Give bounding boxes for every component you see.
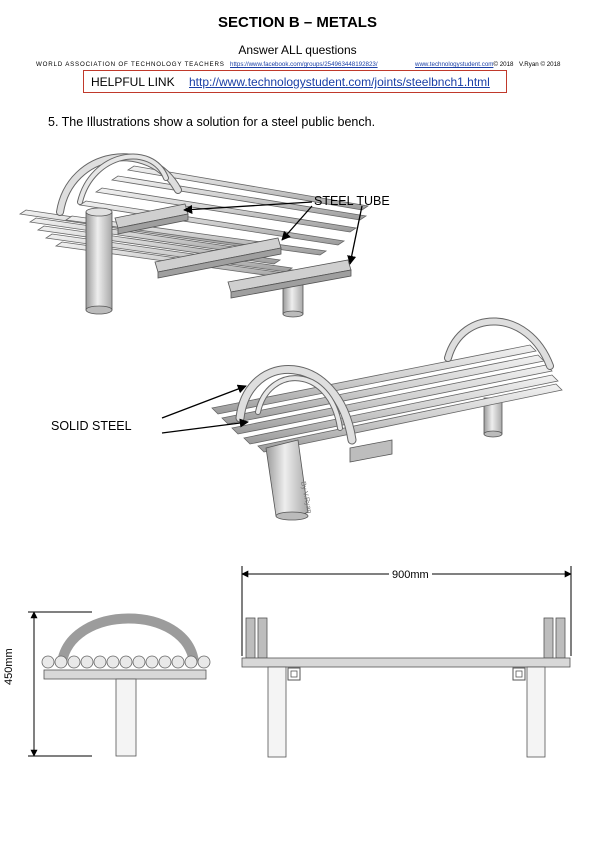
helpful-link-label: HELPFUL LINK: [91, 75, 175, 89]
helpful-link-url[interactable]: http://www.technologystudent.com/joints/…: [189, 75, 490, 89]
solid-steel-arrows: [161, 384, 249, 434]
bench-top-arch: [56, 153, 182, 216]
bench-second-arch-back: [444, 317, 554, 370]
facebook-link[interactable]: https://www.facebook.com/groups/25496344…: [230, 61, 378, 68]
site-year: © 2018: [493, 61, 514, 68]
bench-second-leg-front: [265, 439, 309, 521]
steel-tube-arrows: [183, 201, 363, 265]
height-dimension: [28, 611, 92, 757]
front-elevation-arches: [245, 617, 566, 659]
association-name: WORLD ASSOCIATION OF TECHNOLOGY TEACHERS: [36, 61, 225, 68]
bench-perspective-view: By V.Ryan: [161, 317, 563, 521]
site-link[interactable]: www.technologystudent.com: [415, 61, 494, 68]
page-title: SECTION B – METALS: [218, 14, 377, 31]
front-elevation-drawing: [241, 617, 571, 758]
bench-second-bars: [211, 344, 563, 453]
end-elevation-tubes: [41, 655, 211, 669]
bench-second-crossbar: [349, 439, 393, 463]
page-subtitle: Answer ALL questions: [238, 43, 357, 57]
bench-second-leg-back: [483, 397, 503, 438]
author-copyright: V.Ryan © 2018: [519, 61, 561, 68]
bench-top-crossbars: [114, 203, 352, 299]
site-credit: www.technologystudent.com© 2018: [415, 61, 513, 68]
width-dimension-label: 900mm: [389, 569, 432, 581]
steel-tube-label: STEEL TUBE: [314, 194, 390, 208]
helpful-link-box: [83, 70, 507, 93]
question-text: 5. The Illustrations show a solution for…: [48, 115, 376, 129]
height-dimension-label: 450mm: [3, 646, 15, 687]
solid-steel-label: SOLID STEEL: [51, 419, 132, 433]
bench-second-arch-front: [235, 365, 357, 445]
bench-top-view: [18, 153, 370, 318]
end-elevation-drawing: [41, 613, 211, 757]
bench-top-leg-front: [85, 207, 113, 315]
